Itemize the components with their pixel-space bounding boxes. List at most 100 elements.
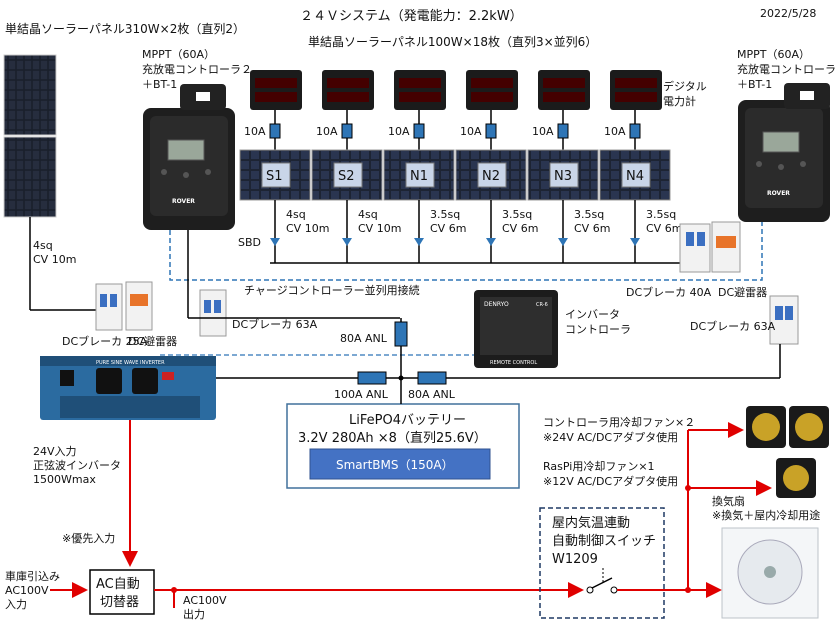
meter-display-bottom xyxy=(399,92,441,102)
fuse-10a xyxy=(341,123,353,139)
ac-input-2: AC100V xyxy=(5,584,49,597)
thermo-line-2: 自動制御スイッチ xyxy=(552,534,656,549)
inverter-line-2: 正弦波インバータ xyxy=(33,458,121,472)
vent-fan-icon xyxy=(721,527,819,619)
inverter-remote: DENRYO CR-6 REMOTE CONTROL xyxy=(474,290,558,368)
meter-label-1: デジタル xyxy=(663,79,707,93)
svg-text:PURE SINE WAVE INVERTER: PURE SINE WAVE INVERTER xyxy=(96,360,165,366)
raspi-fan-1: RasPi用冷却ファン×1 xyxy=(543,460,655,473)
inverter: PURE SINE WAVE INVERTER xyxy=(40,356,216,420)
cable-length: CV 6m xyxy=(574,222,610,235)
fuse-10a xyxy=(485,123,497,139)
meter-display-top xyxy=(399,78,441,88)
meter-display-top xyxy=(543,78,585,88)
fuse-label: 10A xyxy=(388,125,410,138)
cable-length: CV 6m xyxy=(430,222,466,235)
string-label: N1 xyxy=(410,169,428,184)
inverter-line-1: 24V入力 xyxy=(33,445,77,458)
charge-controller-left: ROVER xyxy=(143,108,235,230)
surge-right-label: DC避雷器 xyxy=(718,285,767,299)
cable-size: 4sq xyxy=(286,208,306,221)
battery-title: LiFePO4バッテリー xyxy=(349,413,466,428)
diode-icon xyxy=(270,238,280,246)
fuse-10a xyxy=(557,123,569,139)
anl-80-top-label: 80A ANL xyxy=(340,332,388,345)
meter-label-2: 電力計 xyxy=(663,94,696,108)
power-meter xyxy=(250,70,302,110)
controller-right-line3: ＋BT-1 xyxy=(737,78,772,91)
string-label-bg xyxy=(405,162,435,188)
meter-display-bottom xyxy=(471,92,513,102)
dc-breaker-40-label: DCブレーカ 40A xyxy=(626,285,712,299)
ac-input-1: 車庫引込み xyxy=(5,569,60,583)
battery-spec: 3.2V 280Ah ×8（直列25.6V） xyxy=(298,431,487,446)
anl-100-label: 100A ANL xyxy=(334,388,389,401)
surge-arrester-left xyxy=(125,281,153,331)
left-panel-label: 単結晶ソーラーパネル310W×2枚（直列2） xyxy=(5,21,245,36)
left-cable-length: CV 10m xyxy=(33,253,76,266)
bt-module-right xyxy=(784,83,830,109)
ac-switch-line-1: AC自動 xyxy=(96,577,140,592)
power-meter xyxy=(538,70,590,110)
dc-breaker-63-right-label: DCブレーカ 63A xyxy=(690,319,776,333)
meter-display-top xyxy=(255,78,297,88)
dc-breaker-63-left-label: DCブレーカ 63A xyxy=(232,317,318,331)
cable-size: 4sq xyxy=(358,208,378,221)
cable-size: 3.5sq xyxy=(430,208,460,221)
dc-breaker-40-right xyxy=(679,223,711,273)
svg-text:ROVER: ROVER xyxy=(767,190,790,197)
string-label-bg xyxy=(333,162,363,188)
fuse-10a xyxy=(629,123,641,139)
power-meter xyxy=(394,70,446,110)
cable-length: CV 6m xyxy=(646,222,682,235)
controller-fan-icon xyxy=(746,406,829,448)
string-label: S1 xyxy=(266,169,283,184)
surge-left-label: DC避雷器 xyxy=(128,334,177,348)
string-label: N3 xyxy=(554,169,572,184)
ac-switch-box xyxy=(89,569,155,615)
fuse-label: 10A xyxy=(316,125,338,138)
cable-size: 3.5sq xyxy=(502,208,532,221)
fuse-label: 10A xyxy=(244,125,266,138)
left-solar-panels xyxy=(3,54,57,218)
power-meter xyxy=(610,70,662,110)
ac-output-2: 出力 xyxy=(183,607,205,621)
controller-fan-1: コントローラ用冷却ファン×２ xyxy=(543,416,695,429)
dc-breaker-63-right xyxy=(769,295,799,345)
diode-icon xyxy=(558,238,568,246)
fuse-10a xyxy=(269,123,281,139)
bms-label: SmartBMS（150A） xyxy=(336,458,454,472)
vent-fan-1: 換気扇 xyxy=(712,494,745,508)
ac-output-1: AC100V xyxy=(183,594,227,607)
meter-display-top xyxy=(327,78,369,88)
diode-icon xyxy=(342,238,352,246)
string-label: N4 xyxy=(626,169,644,184)
controller-left-line3: ＋BT-1 xyxy=(142,78,177,91)
meter-display-bottom xyxy=(327,92,369,102)
meter-display-bottom xyxy=(615,92,657,102)
svg-text:ROVER: ROVER xyxy=(172,198,195,205)
controller-right-line2: 充放電コントローラ１ xyxy=(737,62,838,76)
controller-left-line1: MPPT（60A） xyxy=(142,48,215,61)
controller-left-line2: 充放電コントローラ２ xyxy=(142,62,252,76)
center-panel-label: 単結晶ソーラーパネル100W×18枚（直列3×並列6） xyxy=(308,34,597,49)
controller-fan-2: ※24V AC/DCアダプタ使用 xyxy=(543,430,678,444)
anl-fuse-100 xyxy=(357,371,387,385)
diode-icon xyxy=(630,238,640,246)
bms-box xyxy=(309,448,491,480)
dc-breaker-25-label: DCブレーカ 25A xyxy=(62,334,148,348)
ac-switch-line-2: 切替器 xyxy=(100,595,139,610)
bt-module-left xyxy=(180,84,226,110)
diode-icon xyxy=(414,238,424,246)
anl-fuse-80-bottom xyxy=(417,371,447,385)
inverter-line-3: 1500Wmax xyxy=(33,473,96,486)
fuse-label: 10A xyxy=(604,125,626,138)
meter-display-bottom xyxy=(255,92,297,102)
inverter-remote-label-1: インバータ xyxy=(565,308,620,321)
anl-fuse-80-top xyxy=(394,321,408,347)
inverter-remote-label-2: コントローラ xyxy=(565,323,631,336)
svg-text:CR-6: CR-6 xyxy=(536,302,548,308)
string-label: S2 xyxy=(338,169,355,184)
